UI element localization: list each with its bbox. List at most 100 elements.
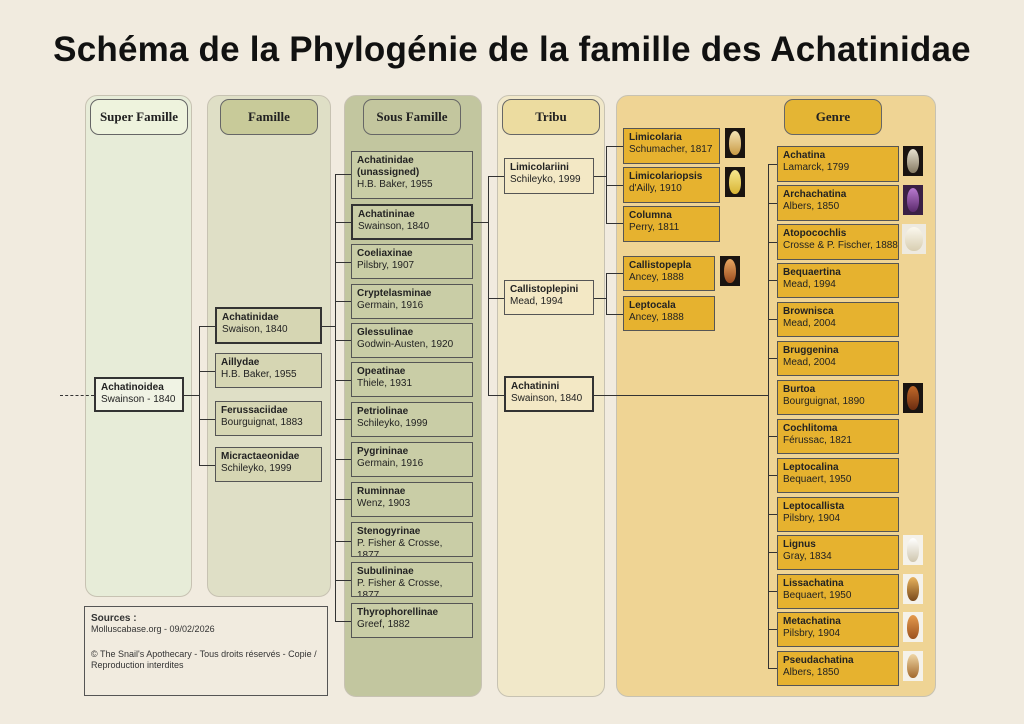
connector: [335, 174, 351, 175]
connector: [199, 419, 215, 420]
node-tribu: Achatinini Swainson, 1840: [504, 376, 594, 412]
node-sous-famille: Opeatinae Thiele, 1931: [351, 362, 473, 397]
shell-image: [903, 383, 923, 413]
node-sous-famille: Glessulinae Godwin-Austen, 1920: [351, 323, 473, 358]
node-sous-famille: Thyrophorellinae Greef, 1882: [351, 603, 473, 638]
connector: [768, 164, 777, 165]
connector: [199, 371, 215, 372]
connector: [606, 185, 623, 186]
header-super-famille: Super Famille: [90, 99, 188, 135]
node-genre: Leptocallista Pilsbry, 1904: [777, 497, 899, 532]
shell-image: [903, 651, 923, 681]
connector: [594, 395, 768, 396]
connector: [488, 176, 504, 177]
connector: [199, 465, 215, 466]
node-genre: Limicolaria Schumacher, 1817: [623, 128, 720, 164]
connector: [335, 580, 351, 581]
node-sous-famille: Coeliaxinae Pilsbry, 1907: [351, 244, 473, 279]
node-name: Achatinoidea: [101, 382, 164, 393]
connector: [335, 262, 351, 263]
node-sous-famille: Pygrininae Germain, 1916: [351, 442, 473, 477]
connector: [488, 176, 489, 395]
node-genre: Lissachatina Bequaert, 1950: [777, 574, 899, 609]
page-title: Schéma de la Phylogénie de la famille de…: [53, 30, 971, 69]
node-genre: Bequaertina Mead, 1994: [777, 263, 899, 298]
node-genre: Burtoa Bourguignat, 1890: [777, 380, 899, 415]
sources-line: Molluscabase.org - 09/02/2026: [91, 624, 215, 634]
connector: [335, 380, 351, 381]
connector: [768, 591, 777, 592]
node-genre: Callistopepla Ancey, 1888: [623, 256, 715, 291]
connector: [768, 436, 777, 437]
node-sous-famille: Ruminnae Wenz, 1903: [351, 482, 473, 517]
copyright-text: © The Snail's Apothecary - Tous droits r…: [91, 649, 317, 670]
connector: [488, 395, 504, 396]
node-genre: Columna Perry, 1811: [623, 206, 720, 242]
connector: [335, 541, 351, 542]
connector: [768, 203, 777, 204]
node-genre: Bruggenina Mead, 2004: [777, 341, 899, 376]
connector: [335, 301, 351, 302]
sources-box: Sources : Molluscabase.org - 09/02/2026 …: [84, 606, 328, 696]
connector: [199, 326, 215, 327]
node-genre: Cochlitoma Férussac, 1821: [777, 419, 899, 454]
connector: [768, 552, 777, 553]
connector: [606, 273, 623, 274]
node-famille: Achatinidae Swaison, 1840: [215, 307, 322, 344]
node-genre: Limicolariopsis d'Ailly, 1910: [623, 167, 720, 203]
node-tribu: Callistoplepini Mead, 1994: [504, 280, 594, 315]
connector: [594, 176, 606, 177]
node-genre: Leptocala Ancey, 1888: [623, 296, 715, 331]
node-sous-famille: Petriolinae Schileyko, 1999: [351, 402, 473, 437]
node-sous-famille: Stenogyrinae P. Fisher & Crosse, 1877: [351, 522, 473, 557]
column-super-famille: [85, 95, 192, 597]
connector: [606, 314, 623, 315]
shell-image: [725, 128, 745, 158]
connector: [335, 499, 351, 500]
connector: [594, 298, 606, 299]
connector: [335, 419, 351, 420]
connector: [488, 298, 504, 299]
sources-heading: Sources :: [91, 613, 137, 624]
node-sous-famille: Subulininae P. Fisher & Crosse, 1877: [351, 562, 473, 597]
node-genre: Brownisca Mead, 2004: [777, 302, 899, 337]
node-sous-famille: Achatininae Swainson, 1840: [351, 204, 473, 240]
shell-image: [903, 574, 923, 604]
column-famille: [207, 95, 331, 597]
connector: [606, 273, 607, 314]
node-genre: Atopocochlis Crosse & P. Fischer, 1888: [777, 224, 899, 260]
shell-image: [903, 185, 923, 215]
connector: [768, 164, 769, 668]
connector: [335, 459, 351, 460]
header-tribu: Tribu: [502, 99, 600, 135]
shell-image: [720, 256, 740, 286]
connector: [768, 668, 777, 669]
node-famille: Aillydae H.B. Baker, 1955: [215, 353, 322, 388]
header-sous-famille: Sous Famille: [363, 99, 461, 135]
node-sous-famille: Achatinidae (unassigned) H.B. Baker, 195…: [351, 151, 473, 199]
header-famille: Famille: [220, 99, 318, 135]
header-genre: Genre: [784, 99, 882, 135]
node-sous-famille: Cryptelasminae Germain, 1916: [351, 284, 473, 319]
connector-root-dashed: [60, 395, 94, 396]
shell-image: [903, 535, 923, 565]
node-famille: Ferussaciidae Bourguignat, 1883: [215, 401, 322, 436]
connector: [768, 358, 777, 359]
connector: [321, 326, 335, 327]
connector: [335, 174, 336, 622]
shell-image: [902, 224, 926, 254]
node-genre: Archachatina Albers, 1850: [777, 185, 899, 221]
connector: [606, 223, 623, 224]
node-tribu: Limicolariini Schileyko, 1999: [504, 158, 594, 194]
connector: [768, 514, 777, 515]
connector: [768, 280, 777, 281]
node-genre: Lignus Gray, 1834: [777, 535, 899, 570]
node-genre: Metachatina Pilsbry, 1904: [777, 612, 899, 647]
connector: [768, 475, 777, 476]
connector: [768, 629, 777, 630]
connector: [183, 395, 199, 396]
connector: [473, 222, 488, 223]
connector: [768, 242, 777, 243]
node-genre: Achatina Lamarck, 1799: [777, 146, 899, 182]
node-genre: Pseudachatina Albers, 1850: [777, 651, 899, 686]
